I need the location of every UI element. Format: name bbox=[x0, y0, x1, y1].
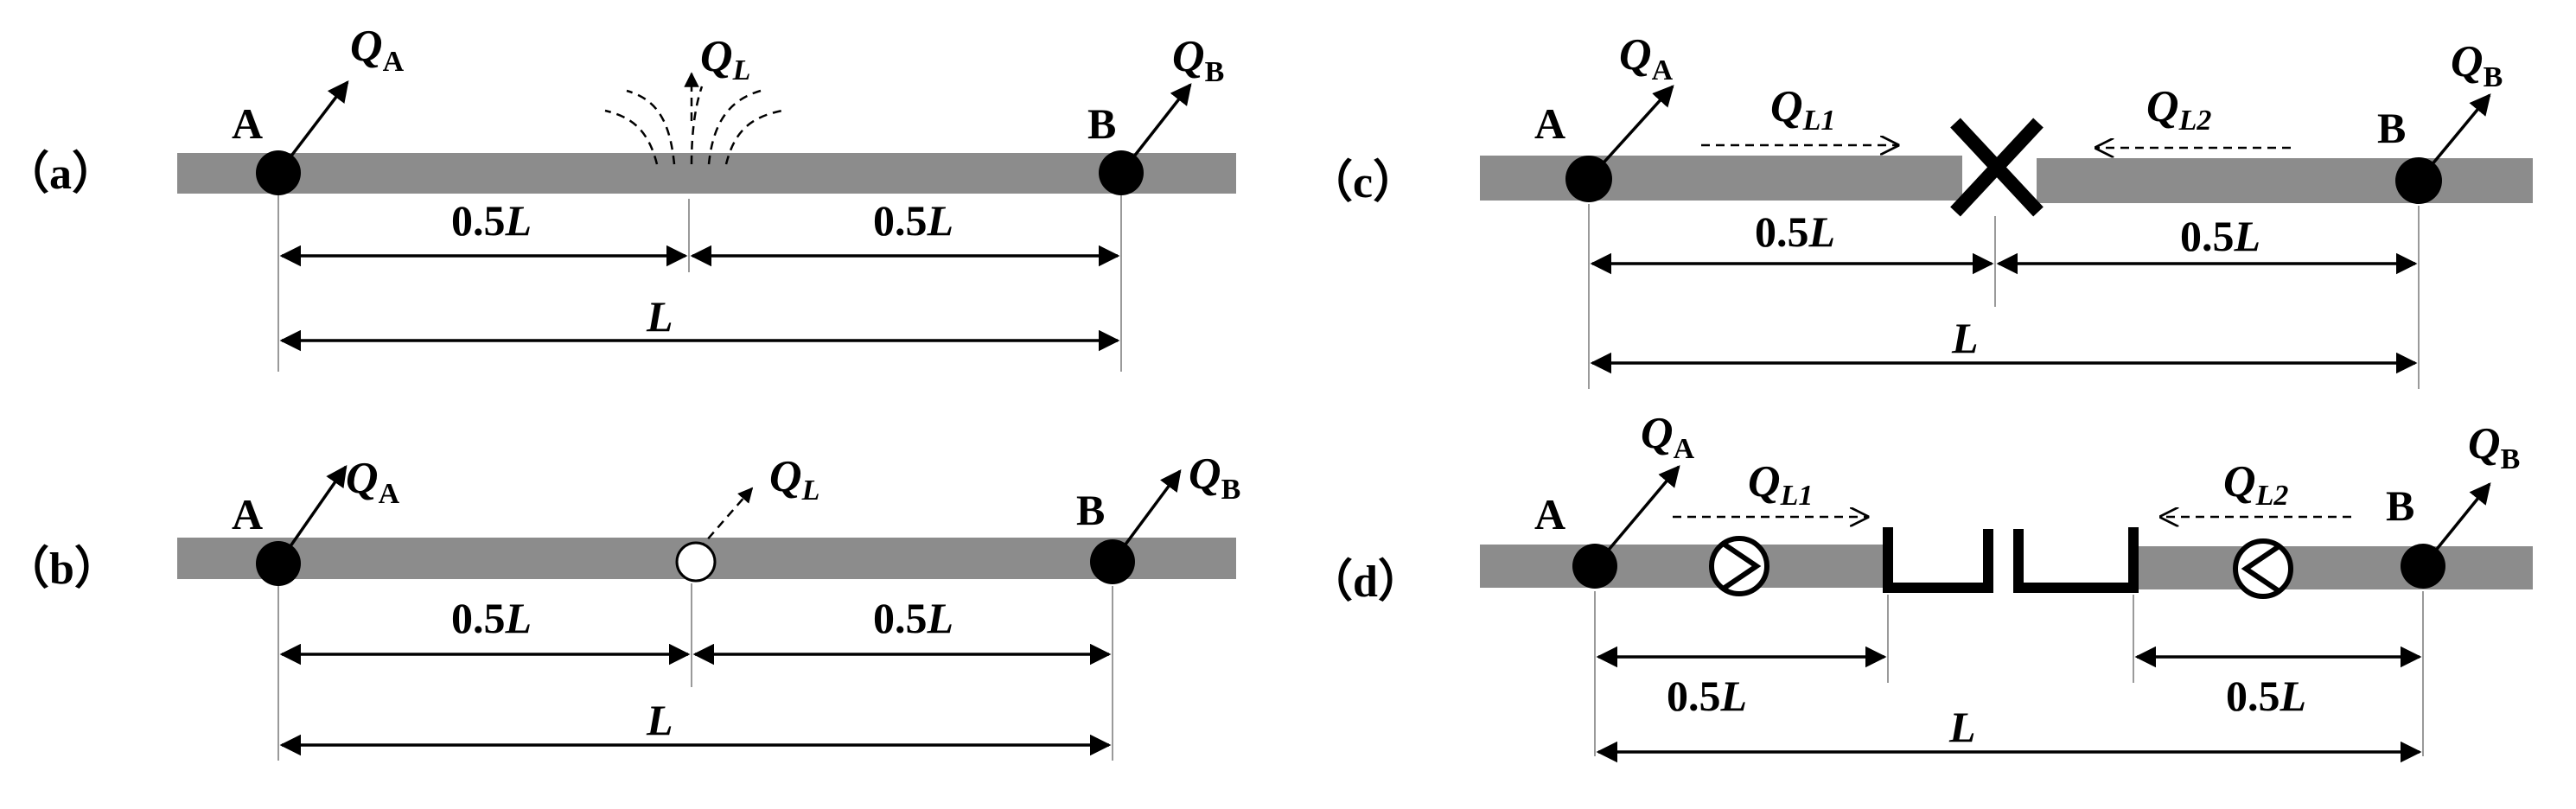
dim-right-label: 0.5L bbox=[2180, 212, 2260, 260]
point-b-label: B bbox=[2377, 104, 2406, 152]
node-a bbox=[1565, 156, 1612, 202]
dim-right-label: 0.5L bbox=[873, 594, 953, 642]
flow-a-label: QA bbox=[1619, 30, 1674, 86]
pipe-break-left bbox=[1883, 527, 1993, 593]
panel-d-tag: （d） bbox=[1308, 557, 1423, 607]
dim-total-label: L bbox=[646, 696, 673, 744]
leak1-label: QL1 bbox=[1770, 82, 1835, 137]
flow-b-label: QB bbox=[2451, 37, 2503, 93]
dim-total-label: L bbox=[1951, 314, 1979, 362]
node-b bbox=[2395, 157, 2442, 204]
point-b-label: B bbox=[2386, 481, 2414, 530]
leak1-label: QL1 bbox=[1748, 457, 1813, 512]
leak-label: QL bbox=[700, 32, 750, 86]
flow-a-label: QA bbox=[1641, 409, 1695, 465]
node-b bbox=[1090, 539, 1135, 584]
panel-c-tag: （c） bbox=[1308, 157, 1418, 207]
flow-a-label: QA bbox=[350, 22, 405, 78]
pipe-left bbox=[1480, 156, 1962, 201]
dim-left-label: 0.5L bbox=[451, 196, 532, 245]
dim-total-label: L bbox=[1948, 703, 1976, 751]
panel-d: （d） A QA QL1 QL2 B QB bbox=[1308, 409, 2533, 763]
leak2-label: QL2 bbox=[2223, 457, 2288, 512]
panel-b: （b） A QA QL B QB 0.5L 0.5L L bbox=[4, 449, 1240, 761]
point-b-label: B bbox=[1076, 486, 1105, 534]
pipe bbox=[177, 153, 1236, 194]
dim-right-label: 0.5L bbox=[2226, 672, 2306, 720]
point-b-label: B bbox=[1087, 99, 1116, 148]
pipe-right bbox=[2133, 546, 2533, 589]
leak-node bbox=[675, 541, 717, 583]
panel-a: （a） QL A QA B QB 0.5L 0.5L L bbox=[4, 22, 1236, 372]
leak2-label: QL2 bbox=[2146, 82, 2211, 137]
dim-left-label: 0.5L bbox=[1755, 207, 1835, 256]
flow-a-label: QA bbox=[346, 454, 400, 510]
dim-left-label: 0.5L bbox=[451, 594, 532, 642]
node-a bbox=[256, 541, 301, 586]
point-a-label: A bbox=[1534, 490, 1565, 538]
point-a-label: A bbox=[232, 99, 263, 148]
dim-total-label: L bbox=[646, 292, 673, 341]
point-a-label: A bbox=[232, 490, 263, 538]
node-b bbox=[1099, 150, 1144, 195]
node-a bbox=[1572, 544, 1617, 589]
pipe-right bbox=[2037, 158, 2533, 203]
pipe-left bbox=[1480, 545, 1888, 588]
dim-right-label: 0.5L bbox=[873, 196, 953, 245]
pipe-break-right bbox=[2013, 527, 2139, 593]
pipe-break-icon bbox=[1950, 118, 2044, 217]
point-a-label: A bbox=[1534, 99, 1565, 148]
leak-label: QL bbox=[769, 452, 819, 506]
dim-left-label: 0.5L bbox=[1667, 672, 1747, 720]
panel-a-tag: （a） bbox=[4, 149, 117, 199]
valve-left-icon bbox=[1709, 536, 1769, 596]
panel-b-tag: （b） bbox=[4, 544, 119, 594]
flow-b-label: QB bbox=[1172, 32, 1224, 88]
node-a bbox=[256, 150, 301, 195]
leak-spray bbox=[604, 72, 783, 165]
valve-right-icon bbox=[2233, 538, 2293, 599]
node-b bbox=[2401, 544, 2445, 589]
flow-b-label: QB bbox=[2468, 419, 2520, 475]
panel-c: （c） A QA QL1 QL2 B QB 0.5L 0.5L L bbox=[1308, 30, 2533, 389]
flow-b-label: QB bbox=[1189, 449, 1240, 506]
